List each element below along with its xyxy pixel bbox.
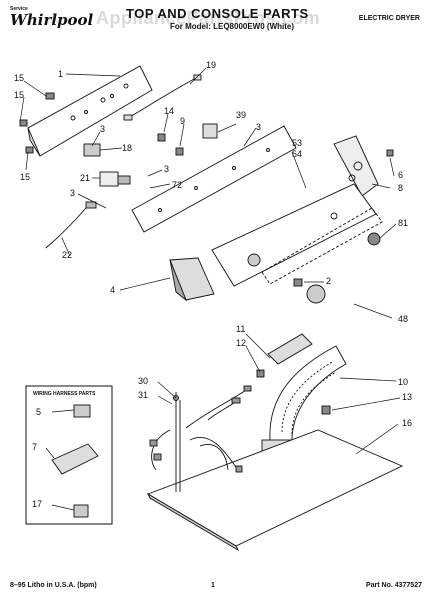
knob-9: [175, 147, 184, 156]
knob-2: [306, 284, 326, 304]
callout-15b: 15: [14, 90, 24, 100]
callout-14: 14: [164, 106, 174, 116]
inset-title: WIRING HARNESS PARTS: [33, 391, 96, 397]
harness-part-7: [51, 443, 99, 475]
callout-22: 22: [62, 250, 72, 260]
callout-4: 4: [110, 285, 115, 295]
callout-72: 72: [172, 180, 182, 190]
callout-39: 39: [236, 110, 246, 120]
top-panel-16: [146, 429, 404, 547]
callout-10: 10: [398, 377, 408, 387]
footer-litho: 8–95 Litho in U.S.A. (bpm): [10, 582, 97, 589]
callout-15a: 15: [14, 73, 24, 83]
callout-53: 53: [292, 138, 302, 148]
callout-3c: 3: [164, 164, 169, 174]
callout-15c: 15: [20, 172, 30, 182]
callout-2: 2: [326, 276, 331, 286]
callout-31: 31: [138, 390, 148, 400]
harness-part-17: [73, 504, 89, 518]
callout-1: 1: [58, 69, 63, 79]
callout-30: 30: [138, 376, 148, 386]
brand-tagline: Service: [10, 6, 28, 12]
console-front-panel-48: [211, 183, 383, 287]
callout-12: 12: [236, 338, 246, 348]
harness-part-5: [73, 404, 91, 418]
callout-21: 21: [80, 173, 90, 183]
control-panel-part: [27, 65, 153, 157]
leader-lines: [19, 67, 401, 511]
inset-callout-7: 7: [32, 442, 37, 452]
timer-part-21: [99, 171, 119, 187]
fastener-81: [367, 232, 381, 246]
footer-page-number: 1: [211, 582, 215, 589]
wire-lead-part: [127, 77, 197, 119]
footer-part-number: Part No. 4377527: [365, 582, 422, 589]
callout-18: 18: [122, 143, 132, 153]
inset-callout-5: 5: [36, 407, 41, 417]
wiring-harness-inset: [25, 385, 113, 525]
callout-3a: 3: [256, 122, 261, 132]
watermark-text: AppliancePartsPros.com: [96, 8, 321, 28]
appliance-category: ELECTRIC DRYER: [358, 15, 420, 22]
brand-name: Whirlpool: [10, 11, 94, 29]
button-housing-11: [267, 333, 313, 365]
callout-8: 8: [398, 183, 403, 193]
screw-14: [157, 133, 166, 142]
model-color: (White): [266, 22, 295, 31]
callout-54: 54: [292, 149, 302, 159]
callout-3d: 3: [70, 188, 75, 198]
callout-19: 19: [206, 60, 216, 70]
inset-callout-17: 17: [32, 499, 42, 509]
model-subtitle: For Model: LEQ8000EW0 (White): [170, 22, 294, 31]
callout-9: 9: [180, 116, 185, 126]
console-rail-part: [131, 125, 297, 233]
callout-numbers: 1 19 15 15 15 14 9 39 3 3 18 3 72 21 3 5…: [14, 60, 412, 509]
page-title: TOP AND CONSOLE PARTS: [126, 6, 309, 21]
callout-11: 11: [236, 324, 245, 334]
callout-13: 13: [402, 392, 412, 402]
harness-wire-22: [45, 207, 87, 249]
callout-16: 16: [402, 418, 412, 428]
callout-3b: 3: [100, 124, 105, 134]
callout-48: 48: [398, 314, 408, 324]
model-line: For Model: LEQ8000EW0: [170, 22, 265, 31]
switch-39: [202, 123, 218, 139]
callout-6: 6: [398, 170, 403, 180]
end-cap-part: [333, 135, 394, 197]
callout-81: 81: [398, 218, 408, 228]
whirlpool-logo: Whirlpool: [10, 11, 93, 30]
